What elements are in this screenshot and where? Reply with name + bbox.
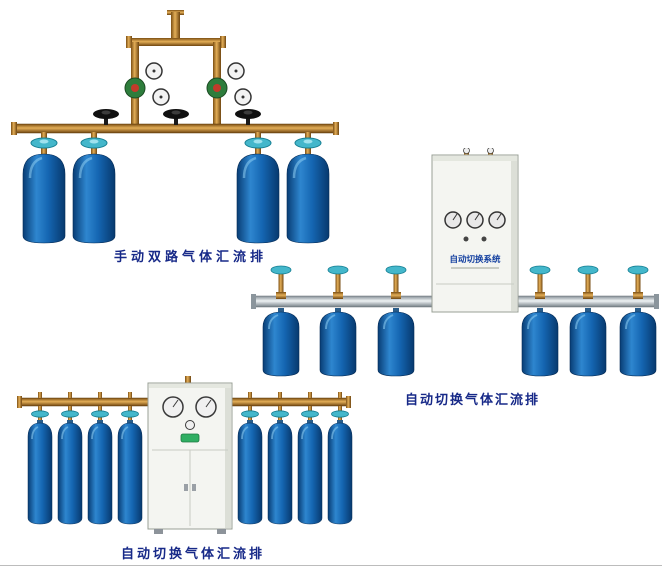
cylinder-station bbox=[297, 392, 323, 525]
cylinder-station bbox=[87, 392, 113, 525]
gas-cylinder bbox=[569, 307, 607, 377]
control-cabinet: 自动切换系统 bbox=[431, 148, 519, 313]
indicator-light bbox=[481, 236, 487, 242]
pressure-gauge bbox=[162, 396, 217, 430]
caption-manual-dual-manifold: 手动双路气体汇流排 bbox=[114, 250, 268, 265]
caption-auto-switch-manifold-2: 自动切换气体汇流排 bbox=[121, 547, 266, 562]
door-handle bbox=[192, 484, 196, 491]
status-display bbox=[180, 433, 200, 443]
cylinder-station bbox=[27, 392, 53, 525]
gas-cylinder bbox=[267, 419, 293, 525]
gas-cylinder bbox=[71, 136, 117, 245]
caption-auto-switch-manifold-1: 自动切换气体汇流排 bbox=[405, 393, 541, 408]
gas-cylinder bbox=[297, 419, 323, 525]
cylinder-station bbox=[377, 265, 415, 377]
gas-cylinder bbox=[57, 419, 83, 525]
pressure-gauge bbox=[145, 62, 252, 106]
bottom-divider bbox=[0, 565, 662, 566]
cylinder-station bbox=[327, 392, 353, 525]
gas-cylinder bbox=[319, 307, 357, 377]
gas-cylinder bbox=[619, 307, 657, 377]
auto-switch-manifold-photo-2 bbox=[17, 376, 353, 534]
cylinder-station bbox=[262, 265, 300, 377]
pressure-gauge bbox=[444, 211, 506, 229]
inlet-pipe-assembly bbox=[126, 10, 226, 78]
cylinder-station bbox=[619, 265, 657, 377]
valve-handwheel bbox=[163, 109, 189, 125]
control-cabinet bbox=[147, 376, 233, 534]
cylinder-station bbox=[319, 265, 357, 377]
gas-cylinder bbox=[87, 419, 113, 525]
gas-cylinder bbox=[327, 419, 353, 525]
gas-cylinder bbox=[262, 307, 300, 377]
gas-cylinder bbox=[27, 419, 53, 525]
cylinder-station bbox=[267, 392, 293, 525]
cylinder-station bbox=[521, 265, 559, 377]
cylinder-station bbox=[117, 392, 143, 525]
valve-handwheel bbox=[235, 109, 261, 125]
valve-handwheel bbox=[93, 109, 119, 125]
gas-cylinder bbox=[521, 307, 559, 377]
door-handle bbox=[184, 484, 188, 491]
pressure-regulator bbox=[206, 74, 228, 126]
cylinder-risers bbox=[41, 132, 311, 140]
cabinet-label: 自动切换系统 bbox=[449, 254, 501, 265]
manual-dual-manifold-photo bbox=[11, 10, 339, 245]
gas-cylinder bbox=[377, 307, 415, 377]
cylinder-station bbox=[569, 265, 607, 377]
cylinder-station bbox=[57, 392, 83, 525]
auto-switch-manifold-photo: 自动切换系统 bbox=[251, 148, 659, 377]
gas-cylinder bbox=[117, 419, 143, 525]
gas-cylinder bbox=[21, 136, 67, 245]
gas-cylinder bbox=[237, 419, 263, 525]
indicator-light bbox=[463, 236, 469, 242]
cylinder-station bbox=[237, 392, 263, 525]
pressure-regulator bbox=[124, 74, 146, 126]
